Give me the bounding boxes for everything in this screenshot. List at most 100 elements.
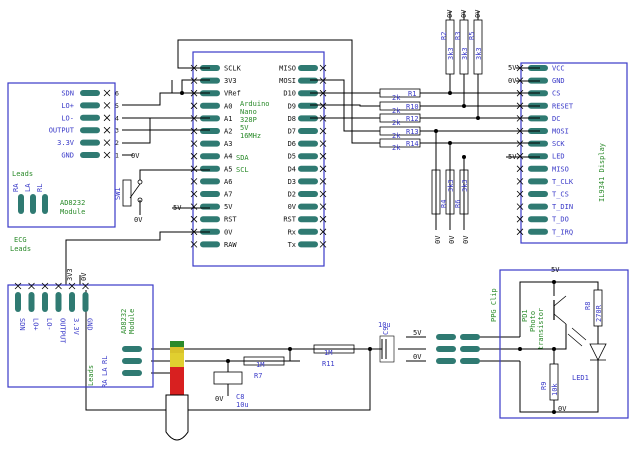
pulldown-0v-2: 0V xyxy=(448,235,456,244)
ecg-leads-label-2: Leads xyxy=(10,245,31,253)
ad8232-bottom-pin-connector xyxy=(82,292,89,312)
ad8232-bottom-pin-connector xyxy=(69,292,75,312)
ad8232-bottom-pin-label: SDN xyxy=(18,318,26,331)
r1-value: 2k xyxy=(392,94,401,102)
arduino-left-pin-label: A2 xyxy=(224,128,232,136)
display-led-5v-label: 5V xyxy=(508,153,517,161)
pd1-line-1: PD1 xyxy=(521,309,529,322)
arduino-right-pin-label: Tx xyxy=(288,241,296,249)
ad8232-bottom-title-1: AD8232 xyxy=(120,309,128,334)
ad8232-top-pin-label: GND xyxy=(61,152,74,160)
ppg-connector xyxy=(436,334,480,364)
display-pin-label: DC xyxy=(552,115,560,123)
display-pin-connector xyxy=(528,203,548,210)
level-shift-resistors: 2k R1 2k R10 2k R12 2k R13 2k R14 xyxy=(379,88,421,152)
ad8232-bottom-pin-connector xyxy=(15,292,21,312)
r11-name: R11 xyxy=(322,360,335,368)
r1-name: R1 xyxy=(408,90,416,98)
arduino-left-pin-connector xyxy=(200,241,220,248)
r12-name: R12 xyxy=(406,115,419,123)
arduino-right-pin-label: MISO xyxy=(279,65,296,73)
ad8232-bottom-pin-connector xyxy=(42,292,48,312)
arduino-alt-scl: SCL xyxy=(236,166,249,174)
display-pin-connector xyxy=(528,178,548,185)
arduino-right-pin-connector xyxy=(298,165,318,172)
pullup-0v-2: 0V xyxy=(460,9,468,18)
lead-rl-top: RL xyxy=(36,184,44,192)
arduino-left-pin-connector xyxy=(200,140,220,147)
arduino-left-pin-connector xyxy=(200,178,220,185)
junctions xyxy=(180,91,556,414)
r5-value: 3k3 xyxy=(475,47,483,60)
ad8232-bottom-pin-label: 3.3V xyxy=(72,318,80,336)
r3-name: R3 xyxy=(454,32,462,40)
r2-name: R2 xyxy=(440,32,448,40)
arduino-title-4: 5V xyxy=(240,124,249,132)
arduino-right-pin-connector xyxy=(298,191,318,197)
arduino-left-pin-label: A6 xyxy=(224,178,232,186)
display-pin-label: T_DIN xyxy=(552,203,573,211)
r10-value: 2k xyxy=(392,107,401,115)
ad8232-bottom-title-2: Module xyxy=(128,309,136,334)
r5-name-top: R5 xyxy=(468,32,476,40)
arduino-right-pin-label: 0V xyxy=(288,203,297,211)
r7-value: 1M xyxy=(256,361,264,369)
ppg-0v-label: 0V xyxy=(413,353,422,361)
arduino-right-pin-connector xyxy=(298,153,318,160)
r13-name: R13 xyxy=(406,128,419,136)
arduino-left-pin-label: A3 xyxy=(224,140,232,148)
ad8232-top-pin-number: 3 xyxy=(115,127,119,135)
display-pin-label: T_DO xyxy=(552,216,569,224)
arduino-left-pin-label: A0 xyxy=(224,102,232,110)
arduino-left-pin-label: RAW xyxy=(224,241,237,249)
c9-name: C9 xyxy=(382,327,390,335)
arduino-right-pin-label: D4 xyxy=(288,165,296,173)
lead-ra-top: RA xyxy=(12,183,20,192)
arduino-title-2: Nano xyxy=(240,108,257,116)
ppg-clip-5v: 5V xyxy=(551,266,560,274)
ad8232-top-title-2: Module xyxy=(60,208,85,216)
ad8232-bottom-pin-connector xyxy=(28,292,35,312)
r8-name: R8 xyxy=(584,302,592,310)
ad8232-top-pin-connector xyxy=(80,127,100,134)
ppg-clip: PPG Clip PD1 Photo transistor R8 270R LE… xyxy=(490,266,629,419)
c8-0v: 0V xyxy=(215,395,224,403)
arduino-alt-sda: SDA xyxy=(236,154,249,162)
display-pin-connector xyxy=(528,140,548,147)
sw1-label: SW1 xyxy=(114,187,122,200)
ad8232-top-pin-label: LO- xyxy=(61,114,74,122)
ad8232-top-pin-number: 5 xyxy=(115,102,119,110)
ad8232-top-pin-number: 4 xyxy=(115,114,119,122)
arduino-left-pin-connector xyxy=(200,128,220,134)
ad8232-top-pin-connector xyxy=(80,139,100,146)
ad8232-bottom-pin-connector xyxy=(55,292,62,312)
r12-value: 2k xyxy=(392,119,401,127)
arduino-right-pin-connector xyxy=(298,102,318,109)
arduino-right-pin-connector xyxy=(298,128,318,134)
arduino-left-pin-connector xyxy=(200,203,220,210)
il9341-display: VCCGNDCSRESETDCMOSISCKLEDMISOT_CLKT_CST_… xyxy=(516,62,628,244)
arduino-right-pin-label: D10 xyxy=(283,90,296,98)
r9-name: R9 xyxy=(540,382,548,390)
ecg-leads-label-1: ECG xyxy=(14,236,27,244)
r11-value: 1M xyxy=(324,349,332,357)
ad8232-top-pin-connector xyxy=(80,90,100,96)
arduino-left-pin-connector xyxy=(200,165,220,172)
arduino-left-pin-label: A1 xyxy=(224,115,232,123)
arduino-right-pin-label: D5 xyxy=(288,153,296,161)
ad8232-top-pin-label: SDN xyxy=(61,90,74,98)
display-pin-connector xyxy=(528,165,548,172)
ad8232-bottom-pin-label: LO- xyxy=(45,318,53,331)
lead-ra-bottom: RA xyxy=(101,379,109,388)
ad8232-bottom-3v3: 3V3 xyxy=(66,268,74,281)
r14-name: R14 xyxy=(406,140,419,148)
arduino-left-pin-connector xyxy=(200,77,220,84)
display-pin-label: T_CLK xyxy=(552,178,574,186)
display-title: IL9341 Display xyxy=(598,143,606,202)
arduino-left-pin-connector xyxy=(200,216,220,223)
ad8232-top-pin-connector xyxy=(80,102,100,109)
arduino-right-pin-connector xyxy=(298,90,318,97)
arduino-left-pin-connector xyxy=(200,191,220,197)
